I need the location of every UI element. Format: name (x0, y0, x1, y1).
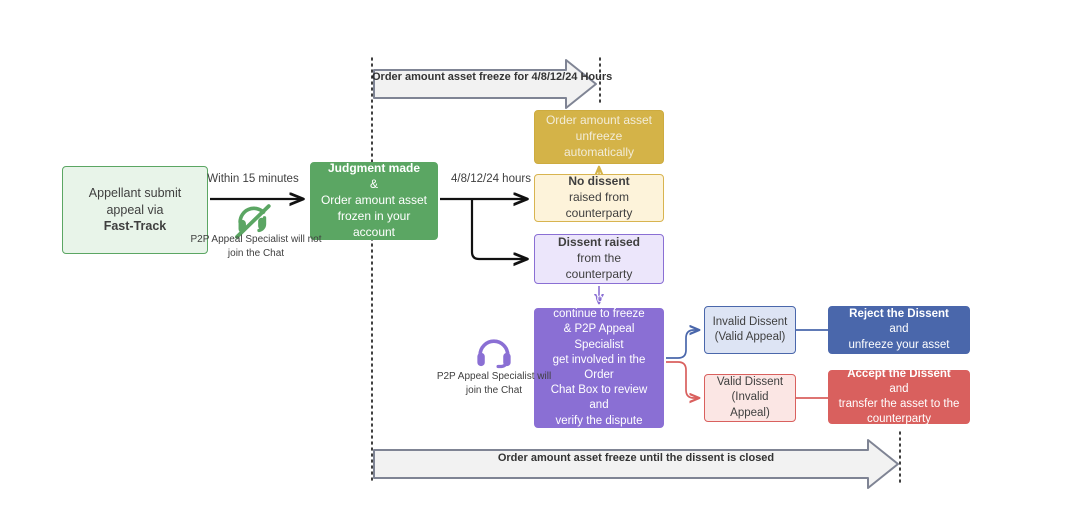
reject-line2: unfreeze your asset (848, 338, 950, 351)
edge-specialist-to-valid (666, 361, 699, 398)
dissent-line1: Dissent raised from the (558, 235, 640, 267)
node-reject-dissent[interactable]: Reject the Dissent and unfreeze your ass… (828, 306, 970, 354)
judgment-line1: Judgment made (327, 161, 420, 176)
edge-specialist-to-invalid (666, 330, 699, 359)
accept-line3: counterparty (867, 413, 931, 426)
reject-rest: and (889, 323, 909, 336)
judgment-line4: frozen in your account (337, 208, 411, 239)
headset-icon (477, 339, 511, 369)
headset-muted-icon (235, 204, 271, 239)
node-unfreeze-automatically[interactable]: Order amount asset unfreeze automaticall… (534, 110, 664, 164)
reject-line1: Reject the Dissent and (848, 307, 949, 337)
edge-judgment-to-dissent (470, 199, 527, 259)
node-no-dissent[interactable]: No dissent raised from counterparty (534, 174, 664, 222)
no-chat-line1: P2P Appeal Specialist (190, 234, 289, 245)
unfreeze-line2: unfreeze automatically (563, 129, 635, 159)
banner-bottom-label: Order amount asset freeze until the diss… (497, 452, 775, 464)
invalid-line2: (Valid Appeal) (714, 331, 786, 343)
no-dissent-line1: No dissent raised from (566, 174, 633, 206)
dissent-bold: Dissent raised (557, 235, 641, 250)
valid-line2: (Invalid Appeal) (730, 391, 770, 419)
dissent-line2: counterparty (565, 266, 633, 281)
specialist-line6: verify the dispute again (555, 414, 643, 442)
specialist-line1: Order amount asset (548, 293, 650, 306)
judgment-line2: & (369, 177, 378, 192)
node-appellant-submit[interactable]: Appellant submit appeal via Fast-Track (62, 166, 208, 254)
judgment-line3: Order amount asset (320, 193, 428, 208)
appellant-line2-pre: appeal via (106, 202, 164, 217)
specialist-line3: & P2P Appeal Specialist (563, 323, 635, 351)
banner-top-arrow (373, 59, 597, 109)
appellant-line2: appeal via Fast-Track (89, 202, 181, 235)
edge-label-within-15-minutes: Within 15 minutes (207, 173, 299, 185)
no-chat-line2: will not join the Chat (227, 234, 322, 259)
caption-specialist-will-not-join: P2P Appeal Specialist will not join the … (190, 233, 322, 261)
unfreeze-line1: Order amount asset (545, 113, 653, 128)
no-dissent-bold: No dissent (568, 174, 630, 189)
join-chat-line2: will join the Chat (465, 371, 552, 396)
accept-line1: Accept the Dissent and (839, 367, 960, 397)
specialist-line5: Chat Box to review and (550, 384, 648, 412)
no-dissent-rest: raised from (568, 190, 629, 205)
banner-top-label: Order amount asset freeze for 4/8/12/24 … (372, 71, 613, 83)
accept-bold: Accept the Dissent (847, 367, 951, 380)
node-specialist-review[interactable]: Order amount asset continue to freeze & … (534, 293, 664, 442)
reject-bold: Reject the Dissent (849, 308, 949, 321)
specialist-line4: get involved in the Order (552, 353, 646, 381)
accept-line2: transfer the asset to the (838, 398, 960, 410)
no-dissent-line2: counterparty (565, 205, 633, 220)
appellant-line1: Appellant submit (88, 186, 182, 201)
specialist-line2: continue to freeze (553, 308, 645, 321)
dissent-rest: from the (576, 251, 621, 266)
node-judgment-made[interactable]: Judgment made & Order amount asset froze… (310, 161, 438, 240)
edge-label-hours: 4/8/12/24 hours (451, 173, 531, 185)
accept-rest: and (889, 382, 909, 395)
valid-line1: Valid Dissent (716, 376, 784, 389)
banner-bottom-arrow (373, 439, 899, 489)
node-dissent-raised[interactable]: Dissent raised from the counterparty (534, 234, 664, 284)
appellant-fast-track: Fast-Track (103, 219, 167, 234)
caption-specialist-will-join: P2P Appeal Specialist will join the Chat (428, 370, 560, 398)
node-invalid-dissent[interactable]: Invalid Dissent (Valid Appeal) (704, 306, 796, 354)
node-valid-dissent[interactable]: Valid Dissent (Invalid Appeal) (704, 374, 796, 422)
node-accept-dissent[interactable]: Accept the Dissent and transfer the asse… (828, 367, 970, 426)
join-chat-line1: P2P Appeal Specialist (436, 371, 535, 382)
invalid-line1: Invalid Dissent (712, 315, 788, 328)
